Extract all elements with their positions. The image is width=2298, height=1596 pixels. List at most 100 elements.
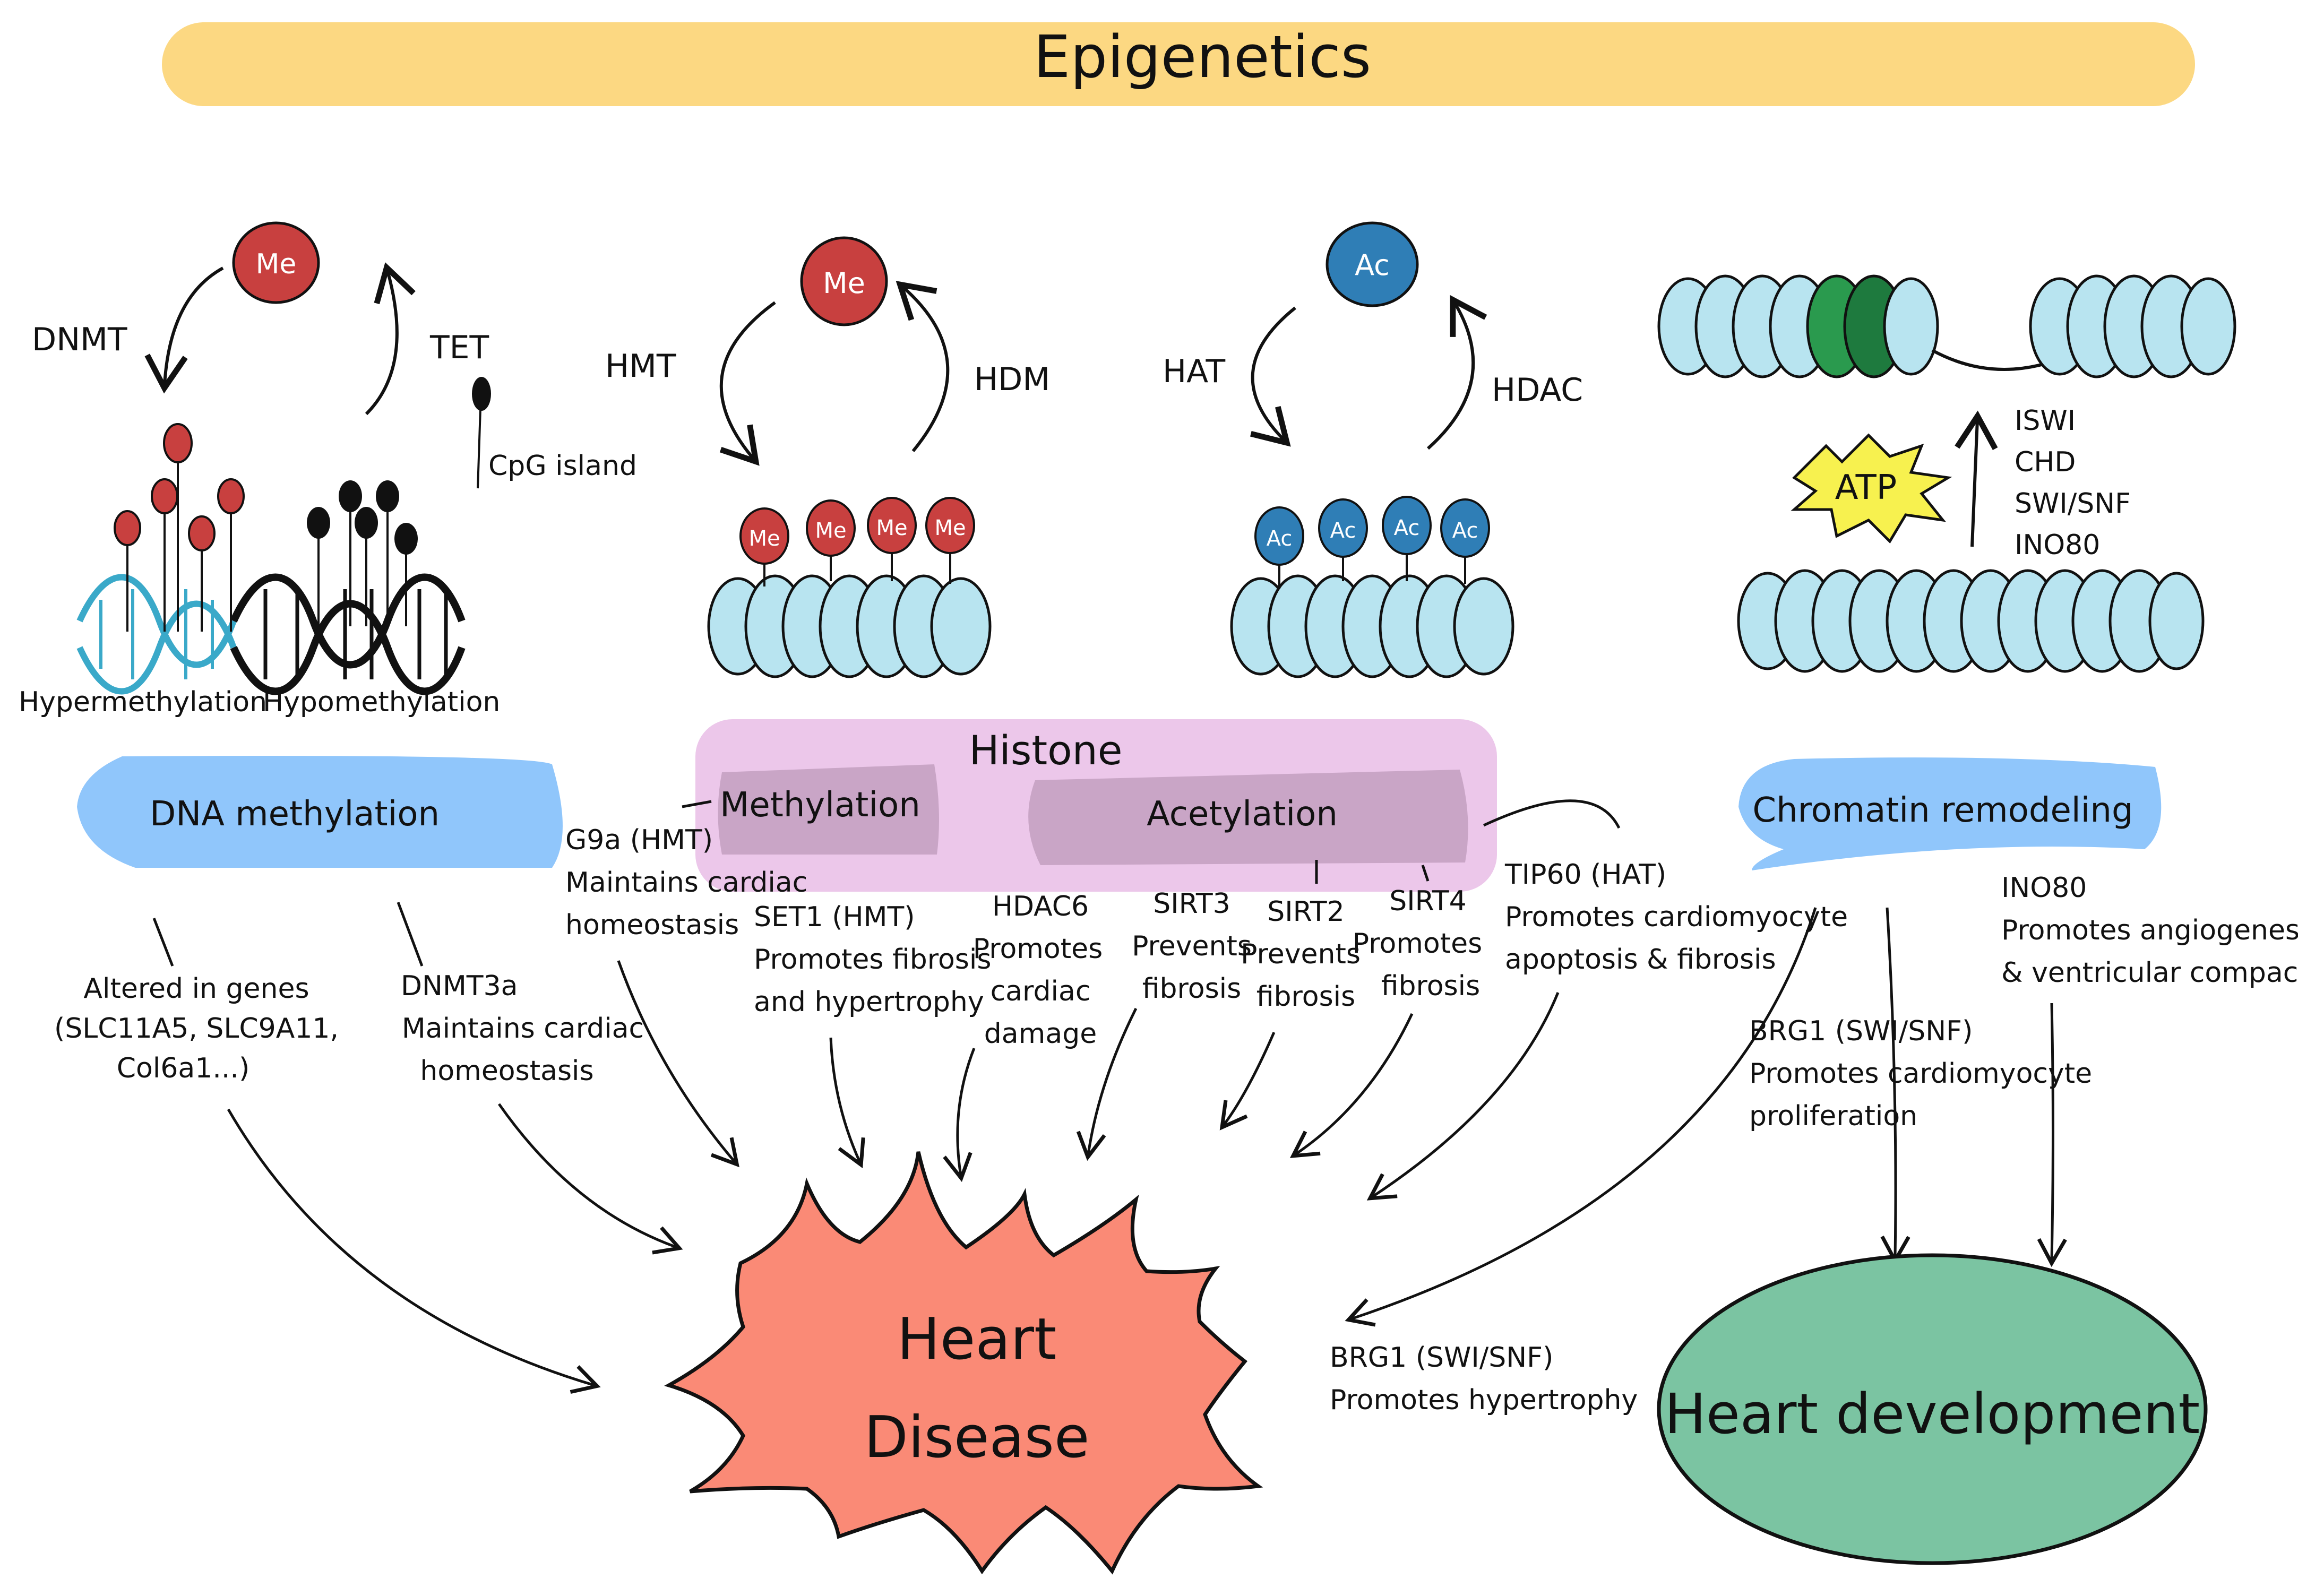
hypermethylation-markers: [114, 423, 245, 632]
chromatin-remodeling-category: Chromatin remodeling: [1738, 757, 2162, 870]
effect-brg1-development: BRG1 (SWI/SNF) Promotes cardiomyocyte pr…: [1749, 1015, 2092, 1132]
compact-chromatin: [1737, 569, 2205, 673]
hmt-label: HMT: [605, 348, 676, 385]
tet-arrow: [365, 262, 416, 416]
ac-tag-1: Ac: [1267, 527, 1293, 551]
ac-tag-3: Ac: [1394, 516, 1420, 540]
complex-ino80: INO80: [2015, 529, 2100, 561]
svg-text:Promotes cardiomyocyte: Promotes cardiomyocyte: [1749, 1058, 2092, 1090]
heart-development-label: Heart development: [1665, 1382, 2200, 1446]
histone-methylation-label: Methylation: [720, 786, 920, 825]
acetylated-nucleosome: [1230, 574, 1514, 678]
hdm-label: HDM: [974, 361, 1050, 398]
svg-text:damage: damage: [984, 1018, 1097, 1050]
svg-text:HDAC6: HDAC6: [992, 891, 1089, 922]
svg-text:fibrosis: fibrosis: [1256, 981, 1355, 1013]
tet-label: TET: [429, 329, 489, 366]
page-title: Epigenetics: [1034, 23, 1371, 91]
svg-text:Prevents: Prevents: [1132, 930, 1252, 962]
histone-acetylation-label: Acetylation: [1147, 795, 1338, 834]
svg-text:Maintains cardiac: Maintains cardiac: [402, 1013, 644, 1045]
remodeled-chromatin: [1657, 274, 2236, 378]
nucleosome-methyl-tags: Me Me Me Me: [739, 497, 975, 586]
cpg-label: CpG island: [488, 450, 637, 482]
ac-tag-2: Ac: [1330, 519, 1356, 543]
heart-disease-line1: Heart: [897, 1306, 1057, 1373]
svg-text:SIRT3: SIRT3: [1153, 888, 1230, 920]
dnmt-label: DNMT: [32, 321, 127, 358]
svg-text:proliferation: proliferation: [1749, 1100, 1917, 1132]
effect-brg1-disease: BRG1 (SWI/SNF) Promotes hypertrophy: [1330, 1342, 1638, 1416]
svg-text:homeostasis: homeostasis: [565, 909, 739, 941]
acetyl-marker-icon: [1326, 221, 1419, 307]
svg-text:Altered in genes: Altered in genes: [83, 973, 309, 1005]
histone-me-marker-label: Me: [823, 266, 865, 300]
me-tag-4: Me: [934, 516, 966, 540]
hdm-arrow: [896, 281, 950, 452]
methyl-marker-icon: [232, 221, 320, 304]
nucleosome-acetyl-tags: Ac Ac Ac Ac: [1254, 496, 1490, 589]
heart-development-ellipse: Heart development: [1657, 1253, 2208, 1565]
me-tag-1: Me: [748, 527, 780, 551]
svg-text:INO80: INO80: [2001, 872, 2087, 904]
svg-text:Promotes angiogenesis: Promotes angiogenesis: [2001, 915, 2298, 946]
hypomethylation-markers: [307, 480, 418, 626]
svg-text:(SLC11A5, SLC9A11,: (SLC11A5, SLC9A11,: [54, 1013, 339, 1045]
dna-helix-hypo: [230, 573, 466, 695]
remodeler-complex-list: ISWI CHD SWI/SNF INO80: [2015, 405, 2131, 561]
chromatin-remodeling-label: Chromatin remodeling: [1752, 791, 2133, 830]
hypomethylation-label: Hypomethylation: [263, 686, 500, 718]
svg-text:fibrosis: fibrosis: [1381, 970, 1480, 1002]
title-bar: [162, 22, 2195, 106]
dna-effect-dnmt3a: DNMT3a Maintains cardiac homeostasis: [401, 970, 644, 1087]
hdac-arrow: [1427, 295, 1487, 450]
svg-text:BRG1 (SWI/SNF): BRG1 (SWI/SNF): [1749, 1015, 1973, 1047]
effect-sirt3: SIRT3 Prevents fibrosis: [1132, 888, 1252, 1005]
methylated-nucleosome: [707, 574, 992, 678]
dna-marker-label: Me: [256, 248, 297, 280]
complex-iswi: ISWI: [2015, 405, 2076, 437]
svg-text:homeostasis: homeostasis: [420, 1055, 593, 1087]
svg-text:SIRT2: SIRT2: [1267, 896, 1345, 928]
effect-g9a: G9a (HMT) Maintains cardiac homeostasis: [565, 824, 807, 941]
svg-text:Promotes: Promotes: [973, 933, 1103, 965]
dna-methylation-category: DNA methylation: [77, 756, 563, 868]
svg-text:SIRT4: SIRT4: [1389, 885, 1467, 917]
dna-methylation-label: DNA methylation: [150, 795, 440, 834]
complex-swisnf: SWI/SNF: [2015, 488, 2131, 520]
hat-arrow: [1250, 306, 1296, 447]
svg-text:Maintains cardiac: Maintains cardiac: [565, 867, 807, 899]
svg-text:G9a (HMT): G9a (HMT): [565, 824, 713, 856]
ac-tag-4: Ac: [1452, 519, 1478, 543]
svg-text:TIP60 (HAT): TIP60 (HAT): [1504, 859, 1666, 891]
heart-disease-line2: Disease: [864, 1404, 1090, 1471]
complex-chd: CHD: [2015, 446, 2076, 478]
dnmt-arrow: [144, 266, 224, 394]
histone-panel: Histone Methylation Acetylation: [695, 719, 1497, 892]
heart-disease-burst: Heart Disease: [664, 1151, 1263, 1575]
svg-text:Prevents: Prevents: [1241, 938, 1361, 970]
connector-lines: [152, 799, 2067, 1394]
svg-text:cardiac: cardiac: [991, 976, 1091, 1007]
svg-text:DNMT3a: DNMT3a: [401, 970, 518, 1002]
dna-helix-hyper: [76, 574, 237, 695]
dna-methylation-cycle: Me DNMT TET CpG island: [32, 221, 637, 489]
svg-text:apoptosis & fibrosis: apoptosis & fibrosis: [1505, 944, 1776, 976]
hmt-marker-icon: [800, 236, 888, 326]
svg-text:BRG1 (SWI/SNF): BRG1 (SWI/SNF): [1330, 1342, 1553, 1374]
effect-tip60: TIP60 (HAT) Promotes cardiomyocyte apopt…: [1504, 859, 1848, 976]
dna-effect-altered-genes: Altered in genes (SLC11A5, SLC9A11, Col6…: [54, 973, 339, 1084]
histone-title: Histone: [969, 727, 1122, 774]
svg-text:Col6a1...): Col6a1...): [117, 1053, 249, 1084]
svg-text:SET1 (HMT): SET1 (HMT): [754, 901, 915, 933]
effect-hdac6: HDAC6 Promotes cardiac damage: [973, 891, 1103, 1050]
histone-ac-marker-label: Ac: [1355, 248, 1390, 282]
atp-label: ATP: [1835, 468, 1897, 507]
me-tag-2: Me: [815, 519, 846, 543]
me-tag-3: Me: [876, 516, 907, 540]
svg-text:Promotes: Promotes: [1353, 928, 1482, 960]
svg-text:Promotes cardiomyocyte: Promotes cardiomyocyte: [1505, 901, 1848, 933]
title-banner: Epigenetics: [162, 22, 2195, 106]
